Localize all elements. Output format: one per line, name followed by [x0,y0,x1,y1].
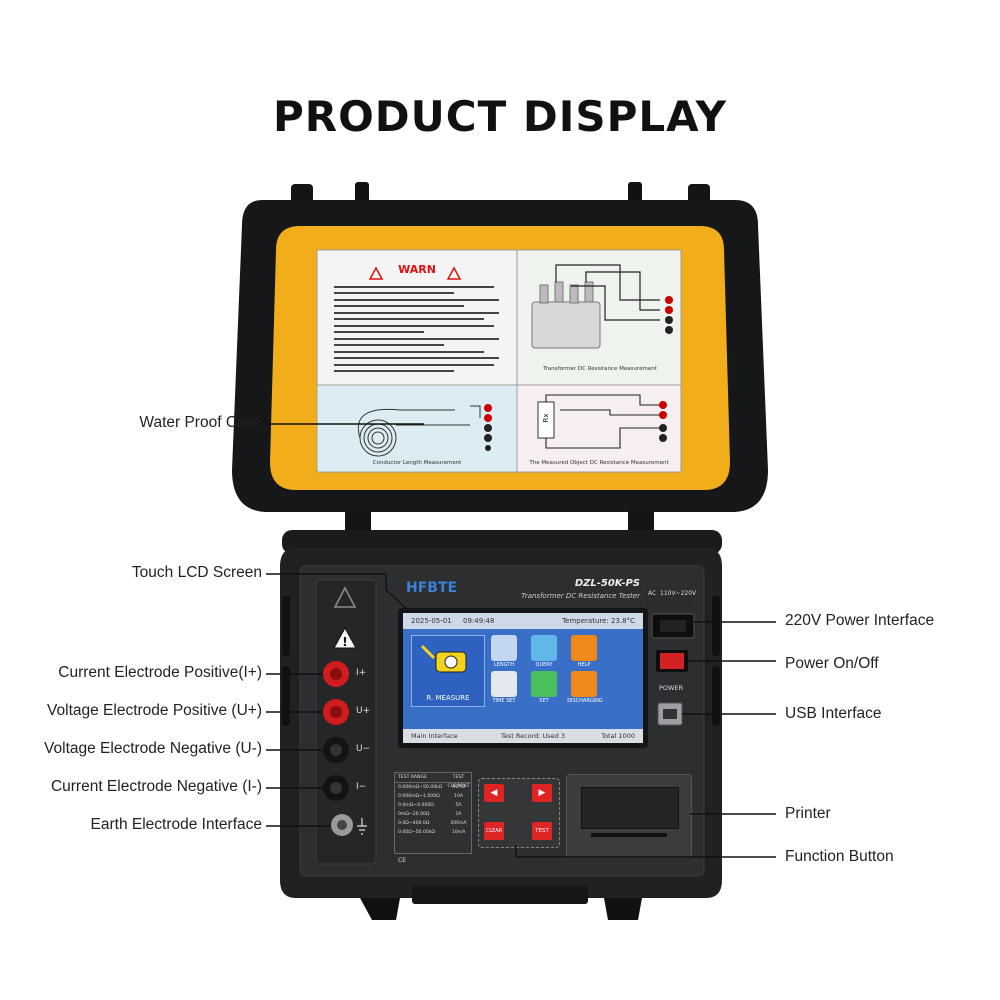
callout-function-button: Function Button [785,848,894,865]
callout-usb-interface: USB Interface [785,705,882,722]
range-cell: 0.000mΩ~1.000Ω [398,794,440,799]
model-label: DZL-50K-PS [574,578,640,589]
callout-voltage-negative: Voltage Electrode Negative (U-) [44,740,262,757]
ce-mark: CE [398,857,406,864]
screen-time: 09:49:48 [463,617,495,625]
range-cell: 200mA [450,821,467,826]
callout-220v-power: 220V Power Interface [785,612,935,629]
svg-text:!: ! [342,635,347,649]
right-arrow-button[interactable]: ▶ [532,784,552,802]
callout-water-proof-case: Water Proof Case [139,414,262,431]
range-cell: 0.00Ω~50.00kΩ [398,830,435,835]
tile-set[interactable] [531,671,557,697]
test-button[interactable]: TEST [532,822,552,840]
callout-printer: Printer [785,805,831,822]
r-measure-label: R. MEASURE [426,694,470,702]
ac-label: AC 110V~220V [648,590,697,597]
printer[interactable] [566,774,692,858]
callout-earth-electrode: Earth Electrode Interface [90,816,262,833]
tile-help[interactable] [571,635,597,661]
lcd-screen[interactable]: 2025-05-01 09:49:48 Temperature: 23.8°C … [398,608,648,748]
ac-label-plate [646,586,692,610]
terminal-iminus[interactable] [323,775,349,801]
panel4-caption: The Measured Object DC Resistance Measur… [529,460,669,466]
range-cell: 0.0mΩ~4.000Ω [398,803,434,808]
range-cell: 0.000mΩ~50.00kΩ [398,785,443,790]
tile-discharging[interactable] [571,671,597,697]
terminal-label-iminus: I− [356,782,367,792]
callout-current-positive: Current Electrode Positive(I+) [58,664,262,681]
tile-query[interactable] [531,635,557,661]
callout-voltage-positive: Voltage Electrode Positive (U+) [47,702,262,719]
range-cell: 10mA [451,830,466,835]
range-table: TEST RANGE TEST CURRENT 0.000mΩ~50.00kΩ A… [394,772,472,864]
panel2-caption: Transformer DC Resistance Measurement [543,366,657,372]
clear-button[interactable]: CLEAR [484,822,504,840]
terminal-uplus[interactable] [323,699,349,725]
range-cell: 0mΩ~20.00Ω [398,812,430,817]
tile-set-label: SET [539,698,549,704]
range-cell: 10A [454,794,464,799]
terminal-uminus[interactable] [323,737,349,763]
power-label: POWER [658,684,684,692]
tile-length[interactable] [491,635,517,661]
r-measure-button[interactable]: R. MEASURE [411,635,485,707]
model-subtitle: Transformer DC Resistance Tester [521,592,640,600]
tile-query-label: QUERY [535,662,553,668]
tile-discharging-label: DISCHARGING [567,698,603,704]
range-header-1: TEST CURRENT [447,775,470,789]
terminal-label-uplus: U+ [356,706,371,716]
tile-length-label: LENGTH [493,662,515,668]
range-cell: 0.0Ω~400.0Ω [398,821,430,826]
terminal-label-uminus: U− [356,744,371,754]
tile-time-set[interactable] [491,671,517,697]
brand-label: HFBTE [406,580,458,596]
tile-help-label: HELP [577,662,591,668]
range-header-0: TEST RANGE [398,775,427,780]
screen-footer-left: Main Interface [411,732,458,740]
callout-touch-lcd-screen: Touch LCD Screen [131,564,262,581]
range-cell: 5A [455,803,462,808]
terminal-earth[interactable] [331,814,367,836]
terminal-iplus[interactable] [323,661,349,687]
screen-date: 2025-05-01 [411,617,452,625]
r-measure-icon [420,644,467,673]
range-cell: 1A [455,812,462,817]
left-arrow-button[interactable]: ◀ [484,784,504,802]
range-cell: AUTO [452,785,465,790]
callout-power-onoff: Power On/Off [785,655,879,672]
screen-temperature: Temperature: 23.8°C [562,617,635,625]
terminal-label-iplus: I+ [356,668,367,678]
panel3-caption: Conductor Length Measurement [372,460,462,466]
callout-current-negative: Current Electrode Negative (I-) [50,778,262,795]
warn-title: WARN [398,263,436,276]
page-title: PRODUCT DISPLAY [272,92,728,141]
screen-footer-right: Total 1000 [601,732,635,740]
tile-time-set-label: TIME SET [492,698,516,704]
screen-footer-mid: Test Record: Used 3 [501,732,566,740]
